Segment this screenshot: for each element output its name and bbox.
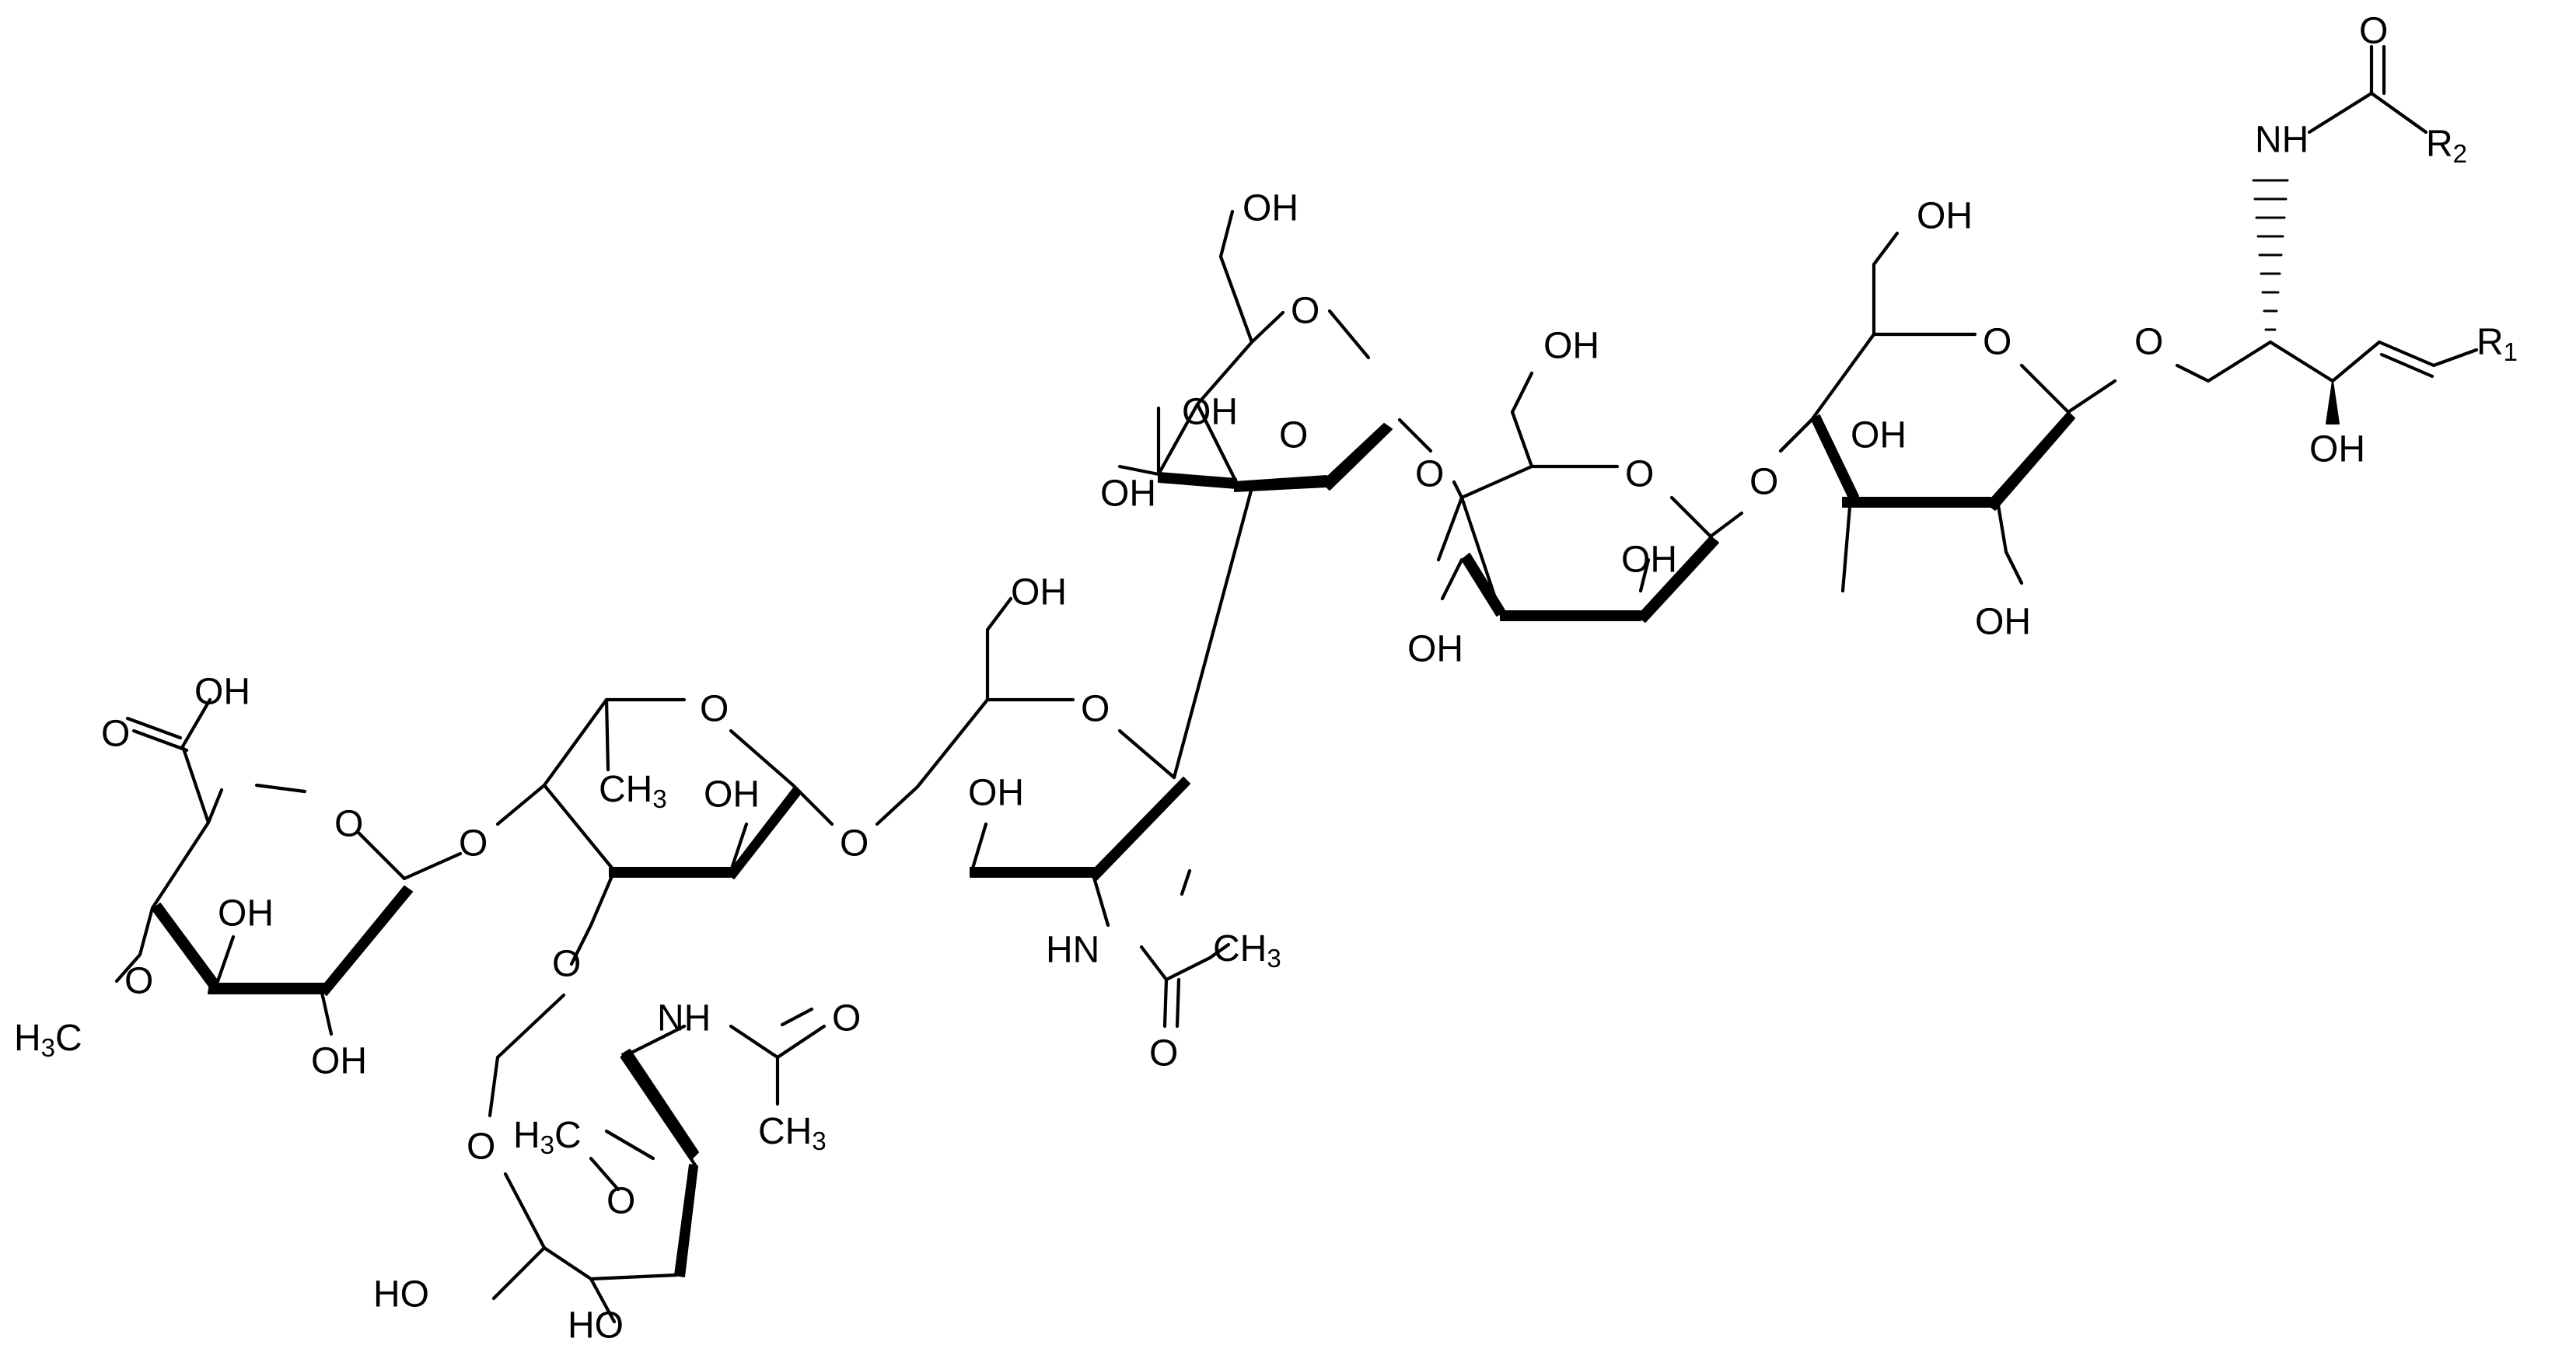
ring-e-oxygen-label: O bbox=[1625, 454, 1654, 495]
ring-g-ho-4-label: HO bbox=[568, 1305, 624, 1347]
bond-lines bbox=[114, 44, 2479, 1324]
wedge-bonds bbox=[152, 380, 2340, 1277]
acetyl-o-g-label: O bbox=[832, 998, 861, 1039]
glycosidic-o-bc-label: O bbox=[840, 823, 869, 865]
hashed-wedge bbox=[2252, 179, 2289, 331]
ring-g-methoxy-label: H3C bbox=[513, 1115, 582, 1159]
atom-labels: O OH O OH OH O H3C O O CH3 OH O O O OH O… bbox=[14, 11, 2518, 1347]
r1-label: R1 bbox=[2476, 322, 2518, 366]
ring-c-nh-label: HN bbox=[1046, 930, 1099, 971]
glycosidic-o-ceramide-label: O bbox=[2134, 322, 2163, 363]
amide-o-label: O bbox=[2359, 11, 2388, 52]
carboxyl-oh-label: OH bbox=[194, 672, 250, 713]
ring-d-ch2oh-label: OH bbox=[1243, 188, 1298, 229]
ring-f-oxygen-label: O bbox=[1983, 322, 2012, 363]
ring-e-ch2oh-label: OH bbox=[1543, 326, 1599, 367]
ring-b-oxygen-label: O bbox=[700, 689, 729, 730]
ring-g-nh-label: NH bbox=[657, 998, 711, 1039]
ring-b-ch3-label: CH3 bbox=[599, 769, 667, 813]
ring-c-ch2oh-label: OH bbox=[1011, 572, 1067, 613]
ring-b-oh-label: OH bbox=[704, 774, 760, 816]
ring-a-oh-2-label: OH bbox=[311, 1041, 367, 1082]
methoxy-o-label: O bbox=[124, 961, 153, 1002]
ring-d-oh-4-label: OH bbox=[1100, 473, 1156, 515]
ring-d-oxygen-label: O bbox=[1291, 291, 1319, 332]
ceramide-nh-label: NH bbox=[2255, 120, 2309, 161]
ring-e-oh-3-label: OH bbox=[1621, 540, 1677, 581]
glycosidic-o-de-label: O bbox=[1415, 454, 1444, 495]
methoxy-ch3-label: H3C bbox=[14, 1018, 82, 1062]
ring-f-ch2oh-label: OH bbox=[1917, 196, 1973, 237]
r2-label: R2 bbox=[2426, 124, 2467, 168]
ring-a-oxygen-label: O bbox=[334, 804, 363, 845]
ring-c-oxygen-label: O bbox=[1081, 689, 1110, 730]
carboxyl-o-label: O bbox=[101, 714, 130, 755]
ring-f-oh-3-label: OH bbox=[1851, 415, 1907, 456]
ring-f-oh-2-label: OH bbox=[1975, 602, 2031, 643]
acetyl-o-c-label: O bbox=[1149, 1033, 1178, 1074]
glycosidic-o-ef-label: O bbox=[1749, 462, 1778, 503]
ceramide-oh-label: OH bbox=[2309, 429, 2365, 470]
acetyl-ch3-g-label: CH3 bbox=[758, 1111, 827, 1155]
ring-e-oh-4-label: OH bbox=[1407, 629, 1463, 670]
ring-g-oxygen-label: O bbox=[467, 1127, 495, 1168]
glycosidic-o-bg-label: O bbox=[552, 944, 581, 985]
acetyl-ch3-c-label: CH3 bbox=[1213, 928, 1281, 973]
ring-g-ho-ch2-label: HO bbox=[373, 1274, 429, 1315]
ring-c-oh-label: OH bbox=[968, 773, 1024, 814]
ring-d-oh-3-label: OH bbox=[1182, 392, 1238, 433]
ring-a-oh-3-label: OH bbox=[218, 893, 274, 935]
glycosidic-o-ab-label: O bbox=[459, 823, 488, 865]
ring-g-methoxy-o-label: O bbox=[606, 1181, 635, 1222]
ring-d-ring-o-link-label: O bbox=[1279, 415, 1308, 456]
